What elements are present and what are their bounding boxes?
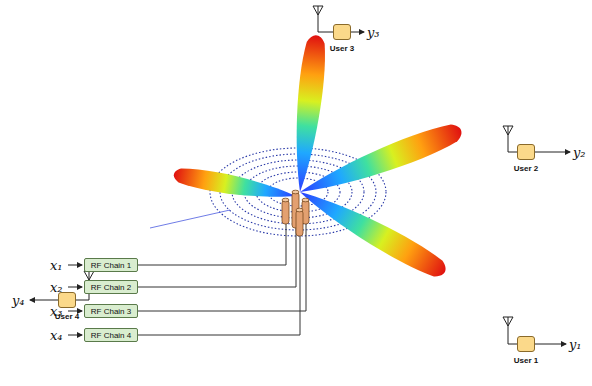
rf-chain-label: RF Chain 4	[91, 331, 131, 340]
input-signal: x₃	[50, 305, 63, 318]
output-signal: y₂	[573, 146, 586, 159]
rf-chain-box: RF Chain 4	[84, 328, 138, 342]
beam-edge	[150, 210, 230, 228]
rf-chain-box: RF Chain 3	[84, 304, 138, 318]
rf-chain-label: RF Chain 2	[91, 283, 131, 292]
user-label: User 2	[514, 164, 538, 173]
user-terminal: User 3	[333, 24, 351, 40]
output-signal: y₃	[367, 26, 380, 39]
user-label: User 1	[514, 356, 538, 365]
rf-chain-box: RF Chain 2	[84, 280, 138, 294]
antenna-array	[282, 190, 309, 236]
user-antennas	[30, 6, 570, 344]
input-signal: x₁	[50, 259, 63, 272]
feed-wires	[138, 224, 306, 335]
output-signal: y₄	[12, 294, 25, 307]
output-signal: y₁	[569, 338, 582, 351]
input-signal: x₄	[50, 329, 63, 342]
beam-lobes	[172, 34, 465, 283]
user-label: User 3	[330, 44, 354, 53]
rf-chain-label: RF Chain 1	[91, 261, 131, 270]
rf-chain-box: RF Chain 1	[84, 258, 138, 272]
user-terminal: User 2	[517, 144, 535, 160]
input-signal: x₂	[50, 281, 63, 294]
rf-chain-label: RF Chain 3	[91, 307, 131, 316]
user-terminal: User 1	[517, 336, 535, 352]
